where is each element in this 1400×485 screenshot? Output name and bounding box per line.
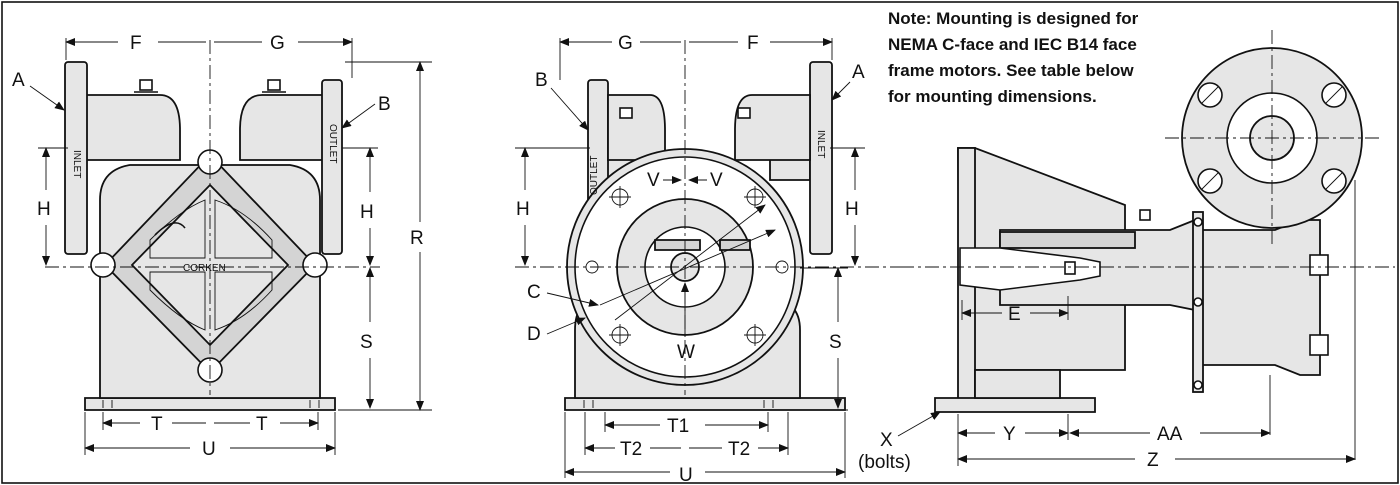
dim-X: X <box>880 430 893 451</box>
cover-bolt-left <box>90 252 116 278</box>
dim-G-center: G <box>618 33 633 54</box>
dim-C: C <box>527 282 541 303</box>
dim-E: E <box>1008 304 1021 325</box>
dim-T2-right: T2 <box>728 439 750 460</box>
dim-B-center: B <box>535 70 548 91</box>
center-outlet-label: OUTLET <box>589 156 600 195</box>
dim-X-note: (bolts) <box>858 452 911 473</box>
inlet-pipe <box>84 94 181 161</box>
dim-T1: T1 <box>667 416 689 437</box>
dim-T-right: T <box>256 414 268 435</box>
center-inlet-label: INLET <box>815 130 826 158</box>
dim-F-center: F <box>747 33 759 54</box>
dim-S-center: S <box>829 332 842 353</box>
dim-B-left: B <box>378 94 391 115</box>
dim-Y: Y <box>1003 424 1016 445</box>
left-nozzle-1 <box>139 79 153 91</box>
dim-U-left: U <box>202 439 216 460</box>
left-outlet-label: OUTLET <box>327 124 338 163</box>
dim-S: S <box>360 332 373 353</box>
dim-V-left: V <box>647 170 660 191</box>
dim-W: W <box>677 342 695 363</box>
left-inlet-label: INLET <box>71 150 82 178</box>
cover-bolt-right <box>302 252 328 278</box>
right-base-foot <box>934 397 1096 413</box>
center-pump-view: OUTLET INLET G F B A H H V V C D W <box>515 33 900 485</box>
note-line-3: frame motors. See table below <box>888 61 1134 80</box>
mounting-note: Note: Mounting is designed for NEMA C-fa… <box>888 9 1139 106</box>
pump-shaft <box>959 247 1101 291</box>
dim-AA: AA <box>1157 424 1183 445</box>
dim-H-right: H <box>360 202 374 223</box>
dim-Z: Z <box>1147 450 1159 471</box>
dim-H-center-right: H <box>845 199 859 220</box>
outlet-pipe <box>239 94 326 161</box>
dim-T-left: T <box>151 414 163 435</box>
left-nozzle-2 <box>267 79 281 91</box>
dim-F: F <box>130 33 142 54</box>
dim-V-right: V <box>710 170 723 191</box>
dim-G: G <box>270 33 285 54</box>
rotation-arrow-icon <box>154 222 186 236</box>
inlet-flange <box>64 61 88 255</box>
right-side-view: E X (bolts) Y AA Z <box>858 30 1395 473</box>
dim-R: R <box>410 228 424 249</box>
center-base-foot <box>564 397 846 411</box>
dim-D: D <box>527 324 541 345</box>
note-line-2: NEMA C-face and IEC B14 face <box>888 35 1137 54</box>
dim-T2-left: T2 <box>620 439 642 460</box>
dim-U-center: U <box>679 465 693 485</box>
left-base-foot <box>84 397 336 411</box>
pump-casing <box>1194 219 1321 376</box>
dim-A-center: A <box>852 62 865 83</box>
note-line-1: Note: Mounting is designed for <box>888 9 1139 28</box>
brand-label: CORKEN <box>183 263 226 274</box>
dim-H-center-left: H <box>516 199 530 220</box>
dim-H-left: H <box>37 199 51 220</box>
outlet-flange <box>321 79 343 255</box>
dim-A-left: A <box>12 70 25 91</box>
flange-bolt-holes <box>1197 82 1347 194</box>
note-line-4: for mounting dimensions. <box>888 87 1097 106</box>
left-pump-view: INLET OUTLET CORKEN F G A B H H S R <box>12 33 432 460</box>
